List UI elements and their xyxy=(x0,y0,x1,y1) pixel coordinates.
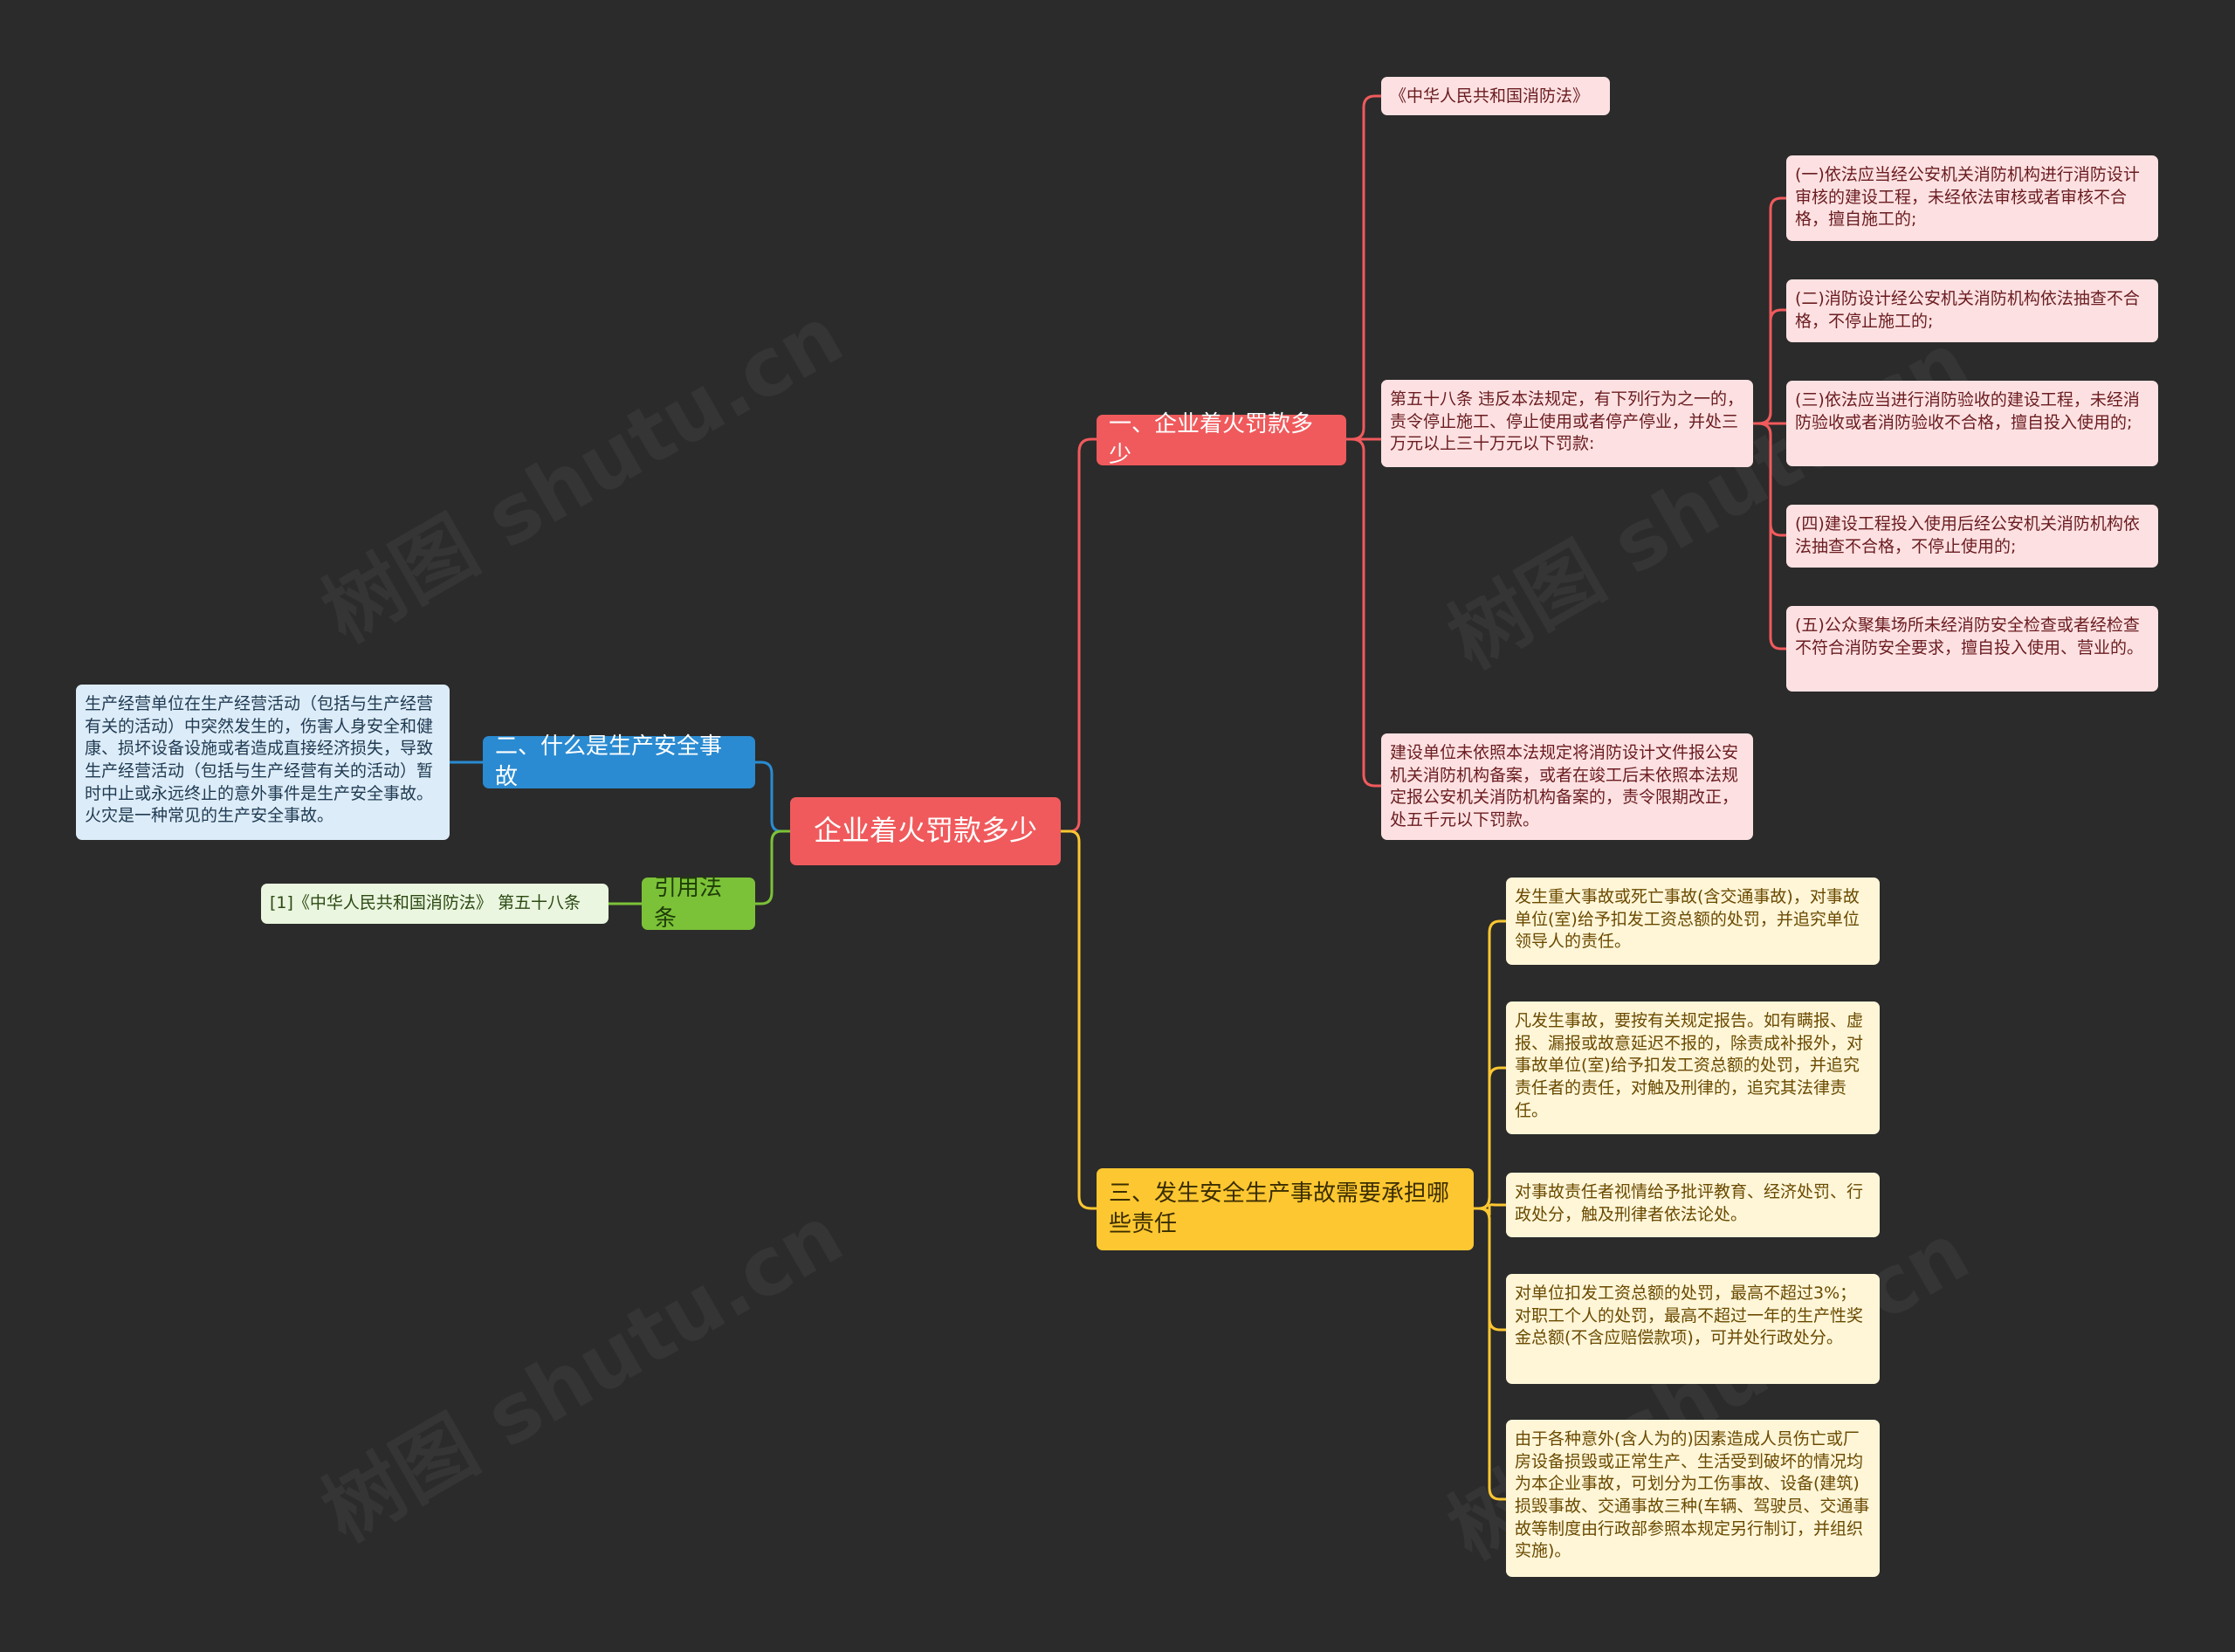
branch-cited-law[interactable]: 引用法条 xyxy=(642,875,755,932)
connector-article-item5 xyxy=(1753,422,1786,650)
connector-branch3-item5 xyxy=(1474,1207,1506,1501)
leaf-liability-2[interactable]: 凡发生事故，要按有关规定报告。如有瞒报、虚报、漏报或故意延迟不报的，除责成补报外… xyxy=(1506,1002,1880,1134)
connector-root-branch3 xyxy=(1061,829,1097,1210)
leaf-fire-law-title[interactable]: 《中华人民共和国消防法》 xyxy=(1381,77,1610,115)
leaf-violation-2[interactable]: (二)消防设计经公安机关消防机构依法抽查不合格，不停止施工的; xyxy=(1786,279,2158,342)
leaf-violation-3[interactable]: (三)依法应当进行消防验收的建设工程，未经消防验收或者消防验收不合格，擅自投入使… xyxy=(1786,381,2158,466)
connector-root-branch1 xyxy=(1061,437,1097,833)
connector-branch1-other xyxy=(1346,437,1381,788)
leaf-law-citation[interactable]: [1]《中华人民共和国消防法》 第五十八条 xyxy=(261,884,609,924)
leaf-article-58[interactable]: 第五十八条 违反本法规定，有下列行为之一的，责令停止施工、停止使用或者停产停业，… xyxy=(1381,380,1753,467)
leaf-violation-4[interactable]: (四)建设工程投入使用后经公安机关消防机构依法抽查不合格，不停止使用的; xyxy=(1786,505,2158,568)
connector-root-branch2 xyxy=(755,761,790,833)
leaf-filing-penalty[interactable]: 建设单位未依照本法规定将消防设计文件报公安机关消防机构备案，或者在竣工后未依照本… xyxy=(1381,733,1753,840)
branch-what-is-accident[interactable]: 二、什么是生产安全事故 xyxy=(483,733,755,790)
connector-branch3-item2 xyxy=(1474,1066,1506,1210)
leaf-violation-1[interactable]: (一)依法应当经公安机关消防机构进行消防设计审核的建设工程，未经依法审核或者审核… xyxy=(1786,155,2158,241)
leaf-liability-4[interactable]: 对单位扣发工资总额的处罚，最高不超过3%；对职工个人的处罚，最高不超过一年的生产… xyxy=(1506,1274,1880,1384)
leaf-liability-3[interactable]: 对事故责任者视情给予批评教育、经济处罚、行政处分，触及刑律者依法论处。 xyxy=(1506,1173,1880,1237)
connector-article-item2 xyxy=(1753,308,1786,425)
leaf-accident-definition[interactable]: 生产经营单位在生产经营活动（包括与生产经营有关的活动）中突然发生的，伤害人身安全… xyxy=(76,685,450,840)
connector-root-branch4 xyxy=(755,829,790,905)
leaf-liability-1[interactable]: 发生重大事故或死亡事故(含交通事故)，对事故单位(室)给予扣发工资总额的处罚，并… xyxy=(1506,878,1880,965)
connector-branch1-law xyxy=(1346,94,1381,441)
root-node[interactable]: 企业着火罚款多少 xyxy=(790,797,1061,865)
leaf-liability-5[interactable]: 由于各种意外(含人为的)因素造成人员伤亡或厂房设备损毁或正常生产、生活受到破坏的… xyxy=(1506,1420,1880,1577)
branch-fire-penalty[interactable]: 一、企业着火罚款多少 xyxy=(1097,411,1346,468)
branch-liability[interactable]: 三、发生安全生产事故需要承担哪些责任 xyxy=(1097,1168,1474,1250)
leaf-violation-5[interactable]: (五)公众聚集场所未经消防安全检查或者经检查不符合消防安全要求，擅自投入使用、营… xyxy=(1786,606,2158,692)
